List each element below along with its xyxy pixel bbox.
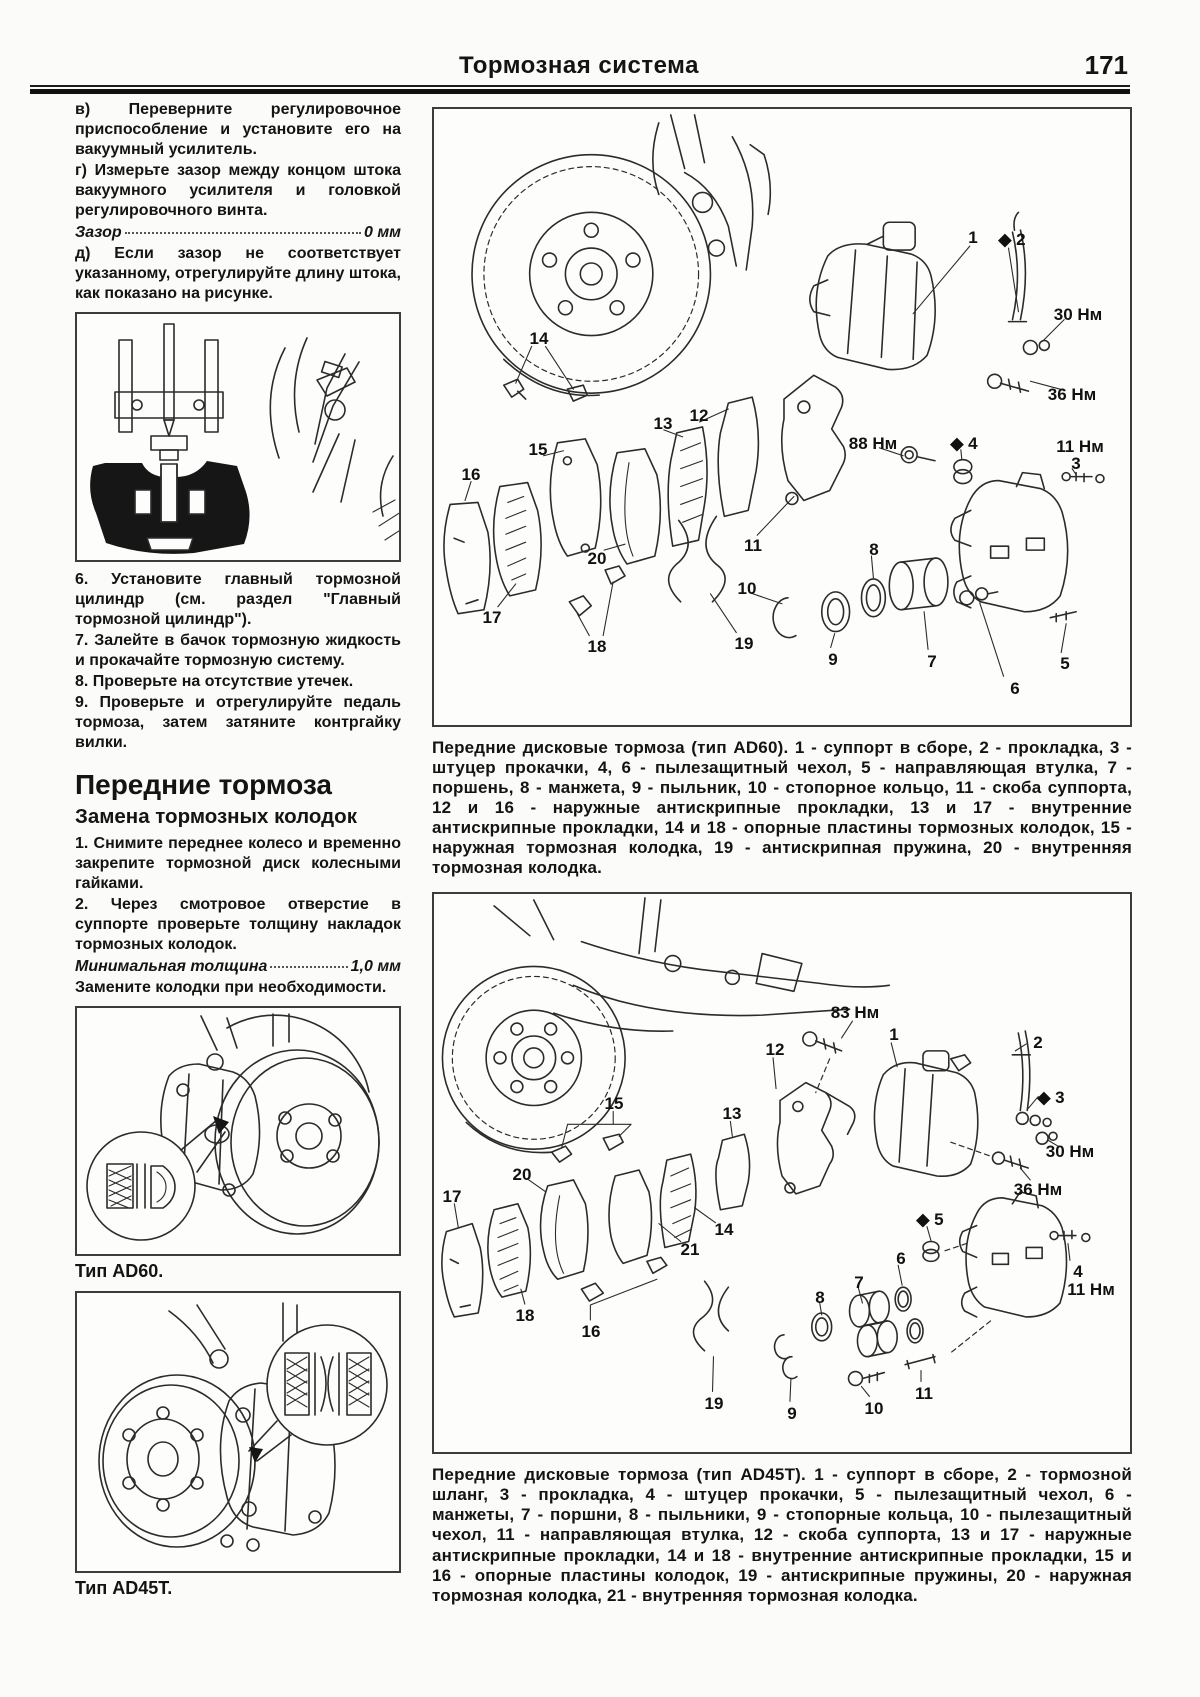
part-label-13: 13 [722, 1104, 742, 1124]
part-label-2: 2 [1033, 1033, 1043, 1053]
part-label-11-Нм: 11 Нм [1056, 437, 1104, 456]
figure-ad60-caption: Тип AD60. [75, 1261, 164, 1281]
step-7: 7. Залейте в бачок тормозную жидкость и … [75, 632, 401, 669]
adjusting-tool-drawing [90, 323, 406, 554]
part-label-36-Нм: 36 Нм [1013, 1180, 1063, 1200]
part-label-19: 19 [704, 1394, 724, 1414]
part-label-6: 6 [1010, 679, 1020, 698]
page-number: 171 [1084, 50, 1128, 80]
part-label-17: 17 [442, 1187, 462, 1207]
part-label-◆-5: ◆ 5 [916, 1210, 944, 1230]
header-rule-thick [30, 89, 1130, 94]
part-label-9: 9 [787, 1404, 797, 1424]
spec-thickness: Минимальная толщина 1,0 мм [75, 958, 401, 976]
part-label-15: 15 [528, 440, 548, 459]
part-label-◆-4: ◆ 4 [950, 434, 978, 453]
part-label-36-Нм: 36 Нм [1047, 385, 1097, 404]
spec-thickness-value: 1,0 мм [350, 958, 401, 975]
part-label-3: 3 [1071, 454, 1081, 473]
dot-leader [270, 966, 348, 968]
part-label-20: 20 [587, 549, 607, 568]
figure-adjusting-tool [75, 312, 406, 562]
ad45t-inspection-drawing [98, 1302, 388, 1552]
part-label-15: 15 [604, 1094, 624, 1114]
part-label-14: 14 [714, 1220, 734, 1240]
part-label-14: 14 [529, 329, 549, 348]
part-label-83-Нм: 83 Нм [830, 1003, 880, 1023]
part-label-◆-2: ◆ 2 [998, 230, 1026, 249]
part-label-11: 11 [744, 536, 762, 555]
ad60-exploded-drawing [443, 114, 1105, 677]
part-label-10: 10 [864, 1399, 884, 1419]
part-label-16: 16 [581, 1322, 601, 1342]
part-label-◆-3: ◆ 3 [1037, 1088, 1065, 1108]
step-6: 6. Установите главный тормозной цилиндр … [75, 571, 401, 628]
spec-gap: Зазор 0 мм [75, 224, 401, 242]
pad-step-2: 2. Через смотровое отверстие в суппорте … [75, 896, 401, 953]
part-label-18: 18 [515, 1306, 535, 1326]
figure-ad60-inspection [75, 1006, 401, 1256]
part-label-1: 1 [889, 1025, 899, 1045]
part-label-20: 20 [512, 1165, 532, 1185]
part-label-30-Нм: 30 Нм [1053, 305, 1103, 324]
part-label-5: 5 [1060, 654, 1070, 673]
diagram-ad45t-caption: Передние дисковые тормоза (тип AD45T). 1… [432, 1465, 1132, 1605]
part-label-30-Нм: 30 Нм [1045, 1142, 1095, 1162]
left-column: в) Переверните регулировочное приспособл… [75, 100, 406, 1608]
spec-gap-value: 0 мм [363, 224, 401, 241]
part-label-11: 11 [915, 1384, 933, 1404]
step-9: 9. Проверьте и отрегулируйте педаль торм… [75, 694, 401, 751]
spec-gap-label: Зазор [75, 224, 122, 241]
step-g: г) Измерьте зазор между концом штока вак… [75, 162, 401, 219]
part-label-8: 8 [869, 540, 879, 559]
part-label-6: 6 [896, 1249, 906, 1269]
diagram-ad60-caption: Передние дисковые тормоза (тип AD60). 1 … [432, 738, 1132, 878]
ad45t-exploded-drawing [441, 897, 1091, 1403]
pad-step-1: 1. Снимите переднее колесо и временно за… [75, 835, 401, 892]
part-label-21: 21 [680, 1240, 700, 1260]
part-label-4: 4 [1073, 1262, 1083, 1282]
part-label-8: 8 [815, 1288, 825, 1308]
note-replace-pads: Замените колодки при необходимости. [75, 979, 387, 996]
part-label-18: 18 [587, 637, 607, 656]
page-title: Тормозная система [459, 52, 699, 79]
part-label-7: 7 [927, 652, 937, 671]
step-d: д) Если зазор не соответствует указанном… [75, 245, 401, 302]
step-8: 8. Проверьте на отсутствие утечек. [75, 673, 354, 690]
part-label-19: 19 [734, 634, 754, 653]
figure-ad45t-inspection [75, 1291, 401, 1573]
ad60-inspection-drawing [86, 1013, 380, 1241]
dot-leader [124, 232, 361, 234]
part-label-88-Нм: 88 Нм [848, 434, 898, 453]
part-label-12: 12 [765, 1040, 785, 1060]
spec-thickness-label: Минимальная толщина [75, 958, 268, 975]
section-heading: Передние тормоза [75, 769, 333, 800]
part-label-9: 9 [828, 650, 838, 669]
part-label-13: 13 [653, 414, 673, 433]
step-v: в) Переверните регулировочное приспособл… [75, 101, 401, 158]
part-label-12: 12 [689, 406, 709, 425]
part-label-1: 1 [968, 228, 978, 247]
part-label-16: 16 [461, 465, 481, 484]
figure-ad45t-caption: Тип AD45T. [75, 1578, 173, 1598]
part-label-10: 10 [737, 579, 757, 598]
part-label-7: 7 [854, 1273, 864, 1293]
header-rule [30, 85, 1130, 87]
part-label-17: 17 [482, 608, 502, 627]
part-label-11-Нм: 11 Нм [1067, 1280, 1115, 1300]
subsection-heading: Замена тормозных колодок [75, 805, 357, 828]
